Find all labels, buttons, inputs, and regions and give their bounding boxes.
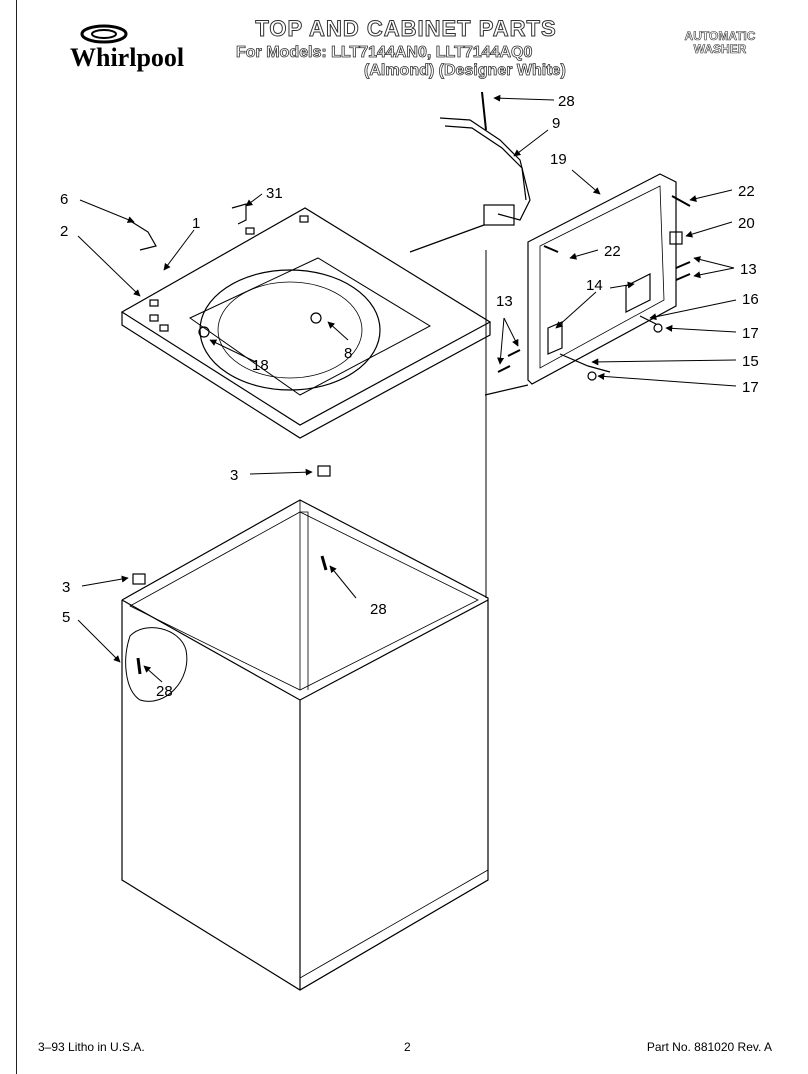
fill-fitting-icon xyxy=(198,326,210,338)
whirlpool-swirl-icon: Whirlpool xyxy=(70,24,184,72)
callout-9: 9 xyxy=(552,115,560,132)
nut-17-top xyxy=(653,323,663,333)
washer-top-panel xyxy=(120,207,492,439)
callout-31: 31 xyxy=(266,185,283,202)
screw-22-top xyxy=(671,195,691,207)
callout-14: 14 xyxy=(586,277,603,294)
callout-28-low: 28 xyxy=(156,683,173,700)
clip-3-top xyxy=(317,465,331,477)
screw-8 xyxy=(310,312,322,324)
screw-28-mid xyxy=(320,555,328,571)
callout-5: 5 xyxy=(62,609,70,626)
water-level-switch-assembly xyxy=(409,117,531,253)
hinge-6 xyxy=(131,221,157,251)
models-line: For Models: LLT7144AN0, LLT7144AQ0 xyxy=(236,44,533,62)
callout-15: 15 xyxy=(742,353,759,370)
callout-28-top: 28 xyxy=(558,93,575,110)
callout-8: 8 xyxy=(344,345,352,362)
screw-13-right-a xyxy=(675,261,691,269)
colors-line: (Almond) (Designer White) xyxy=(364,62,567,80)
callout-17-bottom: 17 xyxy=(742,379,759,396)
bracket-14-right xyxy=(625,273,651,313)
washer-cabinet xyxy=(121,250,489,991)
wire-16 xyxy=(639,315,657,325)
brand-name: Whirlpool xyxy=(70,43,184,72)
screw-28-low xyxy=(136,657,142,675)
callout-6: 6 xyxy=(60,191,68,208)
callout-18: 18 xyxy=(252,357,269,374)
screw-22-mid xyxy=(543,245,559,253)
callout-22-top: 22 xyxy=(738,183,755,200)
callout-13-left: 13 xyxy=(496,293,513,310)
screw-13-left-a xyxy=(497,365,511,373)
bracket-31 xyxy=(231,203,247,225)
part-number: Part No. 881020 Rev. A xyxy=(646,1040,772,1054)
screw-13-right-b xyxy=(675,273,691,281)
screw-28-top xyxy=(481,91,487,131)
screw-13-left-b xyxy=(507,349,521,357)
nut-17-bottom xyxy=(587,371,597,381)
clip-3-left xyxy=(132,573,146,585)
callout-2: 2 xyxy=(60,223,68,240)
callout-17-top: 17 xyxy=(742,325,759,342)
product-type: AUTOMATIC WASHER xyxy=(670,29,770,56)
callout-28-mid: 28 xyxy=(370,601,387,618)
page-title: TOP AND CABINET PARTS xyxy=(255,16,557,42)
callout-13-right: 13 xyxy=(740,261,757,278)
product-type-line-1: AUTOMATIC xyxy=(684,29,756,43)
brand-logo: Whirlpool xyxy=(66,22,206,78)
callout-16: 16 xyxy=(742,291,759,308)
callout-19: 19 xyxy=(550,151,567,168)
litho-note: 3–93 Litho in U.S.A. xyxy=(38,1040,145,1054)
callout-22-mid: 22 xyxy=(604,243,621,260)
title-block: TOP AND CABINET PARTS For Models: LLT714… xyxy=(236,16,656,80)
callout-20: 20 xyxy=(738,215,755,232)
product-type-line-2: WASHER xyxy=(693,42,747,56)
wire-15 xyxy=(559,353,611,373)
callout-1: 1 xyxy=(192,215,200,232)
binding-line xyxy=(16,0,17,1074)
callout-3-left: 3 xyxy=(62,579,70,596)
console-panel xyxy=(484,173,677,396)
page-number: 2 xyxy=(404,1040,411,1054)
bracket-14-left xyxy=(547,321,563,355)
callout-3-top: 3 xyxy=(230,467,238,484)
bracket-20 xyxy=(669,231,683,245)
